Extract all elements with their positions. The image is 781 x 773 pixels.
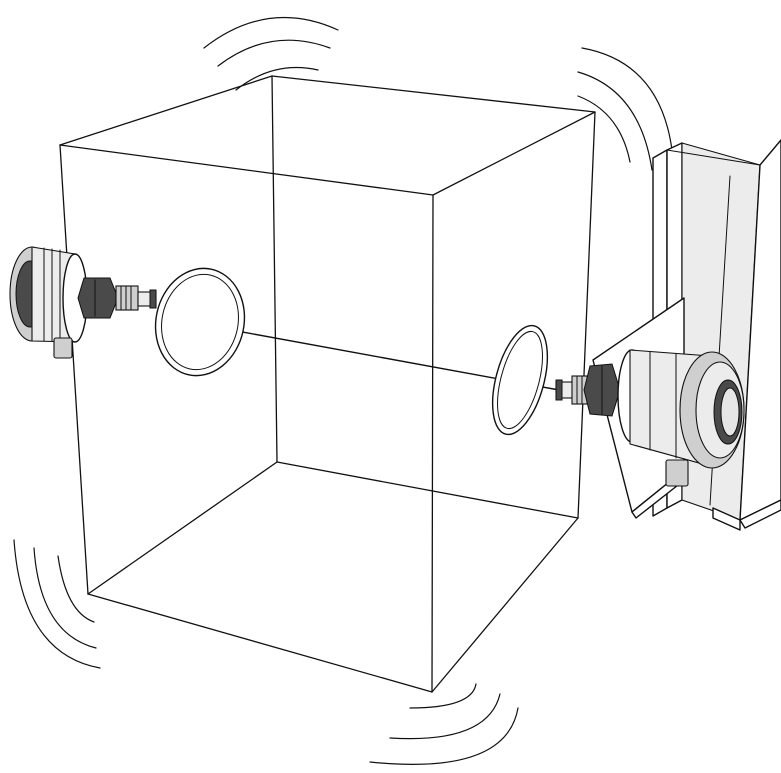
vibration-waves-top-right <box>577 47 673 171</box>
receiver-sensing-disc <box>154 267 246 377</box>
vibration-waves-bottom-left <box>13 539 101 669</box>
vibration-waves-top <box>203 16 339 91</box>
receiver-sensor-left <box>9 246 157 359</box>
transmitter-sensing-disc <box>491 324 549 436</box>
transparent-cube-container <box>59 75 596 693</box>
vibration-waves-bottom-right <box>369 683 519 765</box>
transmitter-sensor-right <box>555 349 745 487</box>
